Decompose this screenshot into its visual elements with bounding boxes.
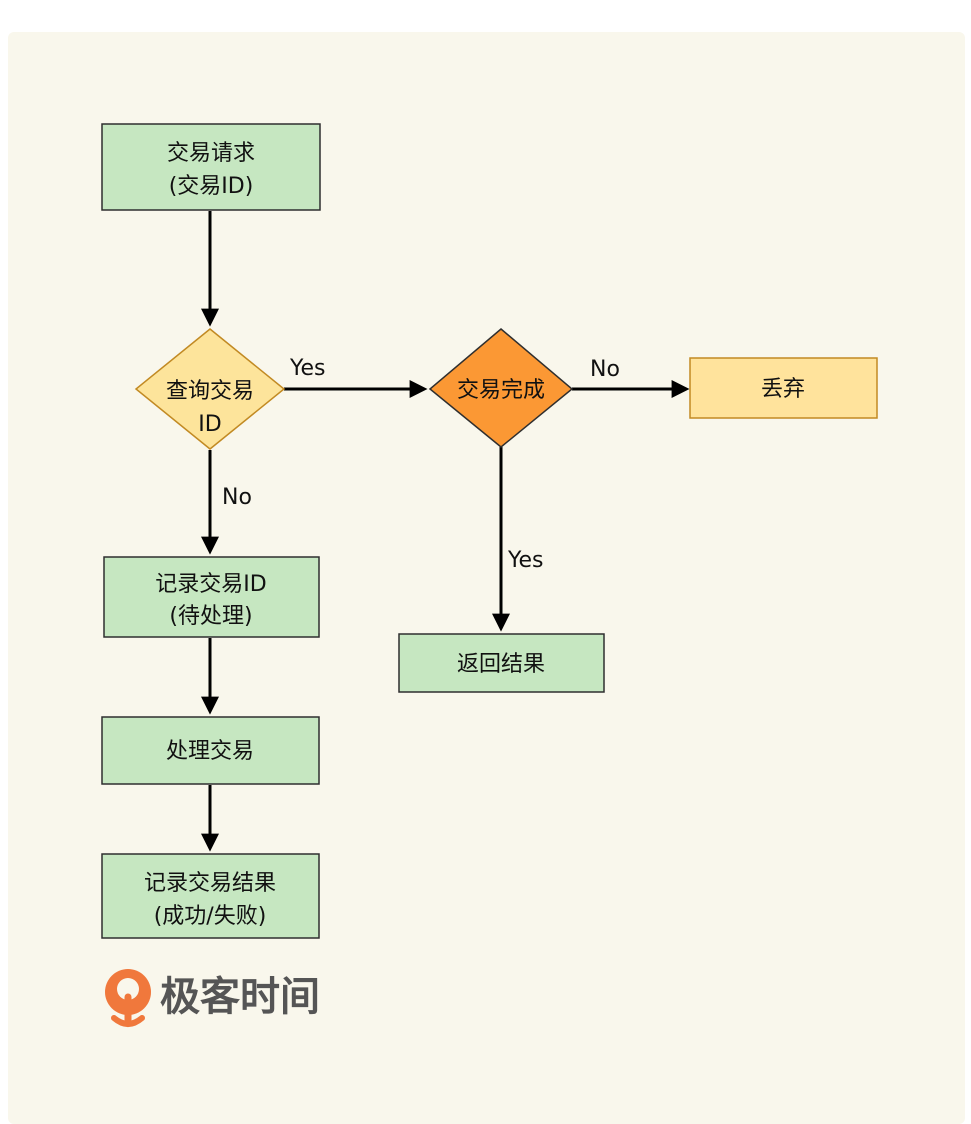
- node-request-line1: 交易请求: [167, 141, 255, 166]
- node-process-line1: 处理交易: [166, 739, 254, 764]
- node-process: 处理交易: [101, 716, 320, 785]
- node-request: 交易请求 (交易ID): [101, 123, 321, 211]
- node-record-pending-line2: (待处理): [169, 604, 252, 629]
- node-record-result-line1: 记录交易结果: [144, 871, 276, 896]
- node-complete-line1: 交易完成: [457, 378, 545, 403]
- node-record-result-line2: (成功/失败): [154, 904, 267, 929]
- node-query: 查询交易 ID: [134, 328, 286, 450]
- node-discard: 丢弃: [689, 357, 878, 419]
- node-discard-line1: 丢弃: [761, 377, 805, 402]
- node-complete: 交易完成: [428, 328, 574, 448]
- node-return-result: 返回结果: [398, 633, 605, 693]
- edge-label-complete-yes: Yes: [507, 548, 544, 573]
- edge-label-complete-no: No: [590, 357, 620, 382]
- edge-label-query-yes: Yes: [289, 356, 326, 381]
- node-record-result: 记录交易结果 (成功/失败): [101, 853, 320, 939]
- edge-label-query-no: No: [222, 485, 252, 510]
- brand-logo: 极客时间: [105, 969, 320, 1027]
- node-query-line1: 查询交易: [166, 379, 254, 404]
- node-record-pending-line1: 记录交易ID: [155, 572, 266, 597]
- node-query-line2: ID: [198, 412, 221, 437]
- node-request-line2: (交易ID): [169, 174, 254, 199]
- node-return-result-line1: 返回结果: [457, 652, 545, 677]
- logo-mark-icon: [105, 969, 151, 1027]
- node-record-pending: 记录交易ID (待处理): [103, 556, 320, 638]
- logo-text: 极客时间: [160, 974, 320, 1020]
